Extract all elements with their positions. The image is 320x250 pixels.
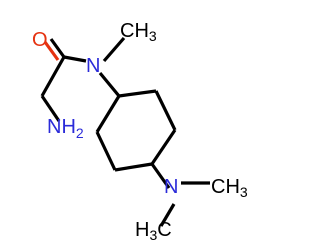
ring-bond-2 (154, 90, 177, 131)
methyl-right-text: CH (211, 176, 240, 198)
methyl-right-subscript: 3 (240, 184, 248, 200)
methyl-left-text: H (135, 219, 149, 241)
chemical-structure: O N CH3 NH2 N CH3 H3C (32, 20, 248, 243)
methyl-text: CH (120, 20, 149, 42)
ring-bond-1 (118, 89, 157, 98)
amine-label: NH2 (47, 116, 84, 141)
bond-alpha-to-nh2 (40, 95, 61, 122)
dimethylamino-nitrogen-label: N (164, 176, 178, 198)
bond-amide-n-to-methyl (102, 36, 126, 63)
methyl-label-right: CH3 (211, 176, 248, 200)
ring-bond-4 (114, 162, 153, 172)
bond-dimethylamino-n-to-methyl-down (159, 203, 176, 227)
bond-ring-to-dimethylamino-n (150, 163, 171, 189)
amine-hydrogen-text: NH (47, 116, 76, 138)
methyl-subscript: 3 (149, 28, 157, 44)
oxygen-label: O (32, 29, 48, 51)
amide-nitrogen-label: N (86, 55, 100, 77)
methyl-left-suffix: C (157, 219, 171, 241)
bond-amide-n-to-ring (98, 71, 121, 98)
methyl-label-bottom-left: H3C (135, 219, 172, 243)
bond-c-o-b (43, 41, 60, 61)
methyl-left-subscript: 3 (149, 227, 157, 243)
bond-carbonyl-to-alpha (40, 56, 66, 97)
methyl-label-top-right: CH3 (120, 20, 157, 44)
bond-c-o-a (49, 38, 66, 58)
bond-carbonyl-to-amide-n (63, 55, 87, 63)
ring-bond-3 (150, 129, 177, 165)
ring-bond-6 (95, 95, 121, 133)
amine-hydrogen-subscript: 2 (76, 125, 84, 141)
ring-bond-5 (95, 131, 117, 171)
